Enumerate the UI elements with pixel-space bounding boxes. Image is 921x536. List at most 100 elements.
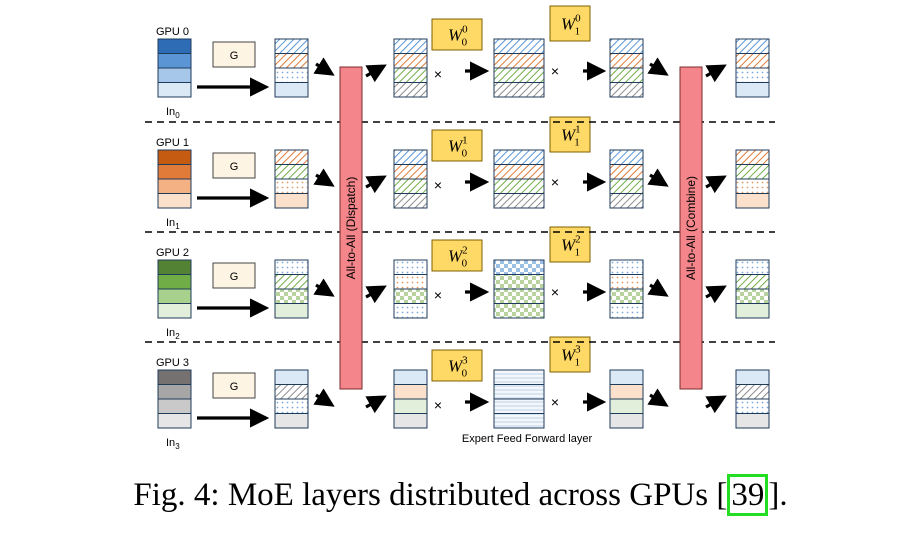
final-output-stack-cell <box>735 53 770 69</box>
to-combine-arrow <box>647 278 669 297</box>
times-symbol-2: × <box>551 394 559 410</box>
final-output-stack <box>735 369 770 429</box>
gated-stack <box>274 149 309 209</box>
ffn-hidden-stack <box>493 38 545 98</box>
input-stack-cell <box>157 178 192 194</box>
gate-box <box>212 152 256 179</box>
caption-prefix: Fig. 4: MoE layers distributed across GP… <box>133 477 728 513</box>
dispatch-label: All-to-All (Dispatch) <box>344 177 358 280</box>
from-dispatch-arrow <box>365 285 387 304</box>
ffn-output-stack <box>609 38 644 98</box>
final-output-stack-cell <box>735 274 770 290</box>
gpu-label: GPU 1 <box>156 137 189 149</box>
input-stack-cell <box>157 53 192 69</box>
ffn-hidden-stack-cell <box>493 82 545 98</box>
input-stack <box>157 259 192 319</box>
final-output-stack <box>735 259 770 319</box>
to-dispatch-arrow <box>313 57 335 76</box>
ffn-output-stack-cell <box>609 53 644 69</box>
times-symbol: × <box>434 397 442 413</box>
input-stack-cell <box>157 369 192 385</box>
dispatched-stack <box>393 259 428 319</box>
figure-caption: Fig. 4: MoE layers distributed across GP… <box>0 474 921 516</box>
input-label: In3 <box>166 437 180 451</box>
from-combine-arrow <box>705 64 727 83</box>
gate-label: G <box>230 271 239 283</box>
times-symbol: × <box>434 66 442 82</box>
gated-stack-cell <box>274 413 309 429</box>
to-combine-arrow <box>647 57 669 76</box>
input-stack-cell <box>157 149 192 165</box>
ffn-hidden-stack-cell <box>493 303 545 319</box>
weight-w0-box <box>431 349 483 382</box>
dispatched-stack-cell <box>393 82 428 98</box>
dispatched-stack-cell <box>393 369 428 385</box>
gpu-label: GPU 0 <box>156 26 189 38</box>
ffn-hidden-stack-cell <box>493 67 545 83</box>
gate-label: G <box>230 50 239 62</box>
input-stack-cell <box>157 38 192 54</box>
ffn-output-stack-cell <box>609 413 644 429</box>
final-output-stack-cell <box>735 193 770 209</box>
ffn-output-stack-cell <box>609 164 644 180</box>
ffn-output-stack-cell <box>609 178 644 194</box>
combine-bar <box>679 66 703 390</box>
from-dispatch-arrow <box>365 64 387 83</box>
gated-stack <box>274 369 309 429</box>
final-output-stack-cell <box>735 149 770 165</box>
gpu-label: GPU 3 <box>156 357 189 369</box>
ffn-hidden-stack-cell <box>493 413 545 429</box>
weight-w1-box <box>549 5 591 42</box>
input-stack-cell <box>157 384 192 400</box>
input-stack-cell <box>157 193 192 209</box>
gated-stack-cell <box>274 288 309 304</box>
citation-link[interactable]: 39 <box>727 474 769 516</box>
from-dispatch-arrow <box>365 395 387 414</box>
gated-stack-cell <box>274 178 309 194</box>
final-output-stack-cell <box>735 82 770 98</box>
caption-suffix: ]. <box>768 477 788 513</box>
ffn-hidden-stack-cell <box>493 178 545 194</box>
gate-box <box>212 41 256 68</box>
input-label: In2 <box>166 327 180 341</box>
input-stack-cell <box>157 259 192 275</box>
dispatched-stack-cell <box>393 413 428 429</box>
weight-w1-box <box>549 116 591 153</box>
input-stack-cell <box>157 82 192 98</box>
final-output-stack-cell <box>735 369 770 385</box>
from-combine-arrow <box>705 175 727 194</box>
weight-w1-box <box>549 336 591 373</box>
gated-stack-cell <box>274 193 309 209</box>
input-stack-cell <box>157 413 192 429</box>
ffn-output-stack-cell <box>609 259 644 275</box>
ffn-hidden-stack-cell <box>493 38 545 54</box>
gate-box <box>212 262 256 289</box>
dispatched-stack-cell <box>393 149 428 165</box>
weight-w1-box <box>549 226 591 263</box>
ffn-hidden-stack-cell <box>493 274 545 290</box>
dispatched-stack-cell <box>393 178 428 194</box>
final-output-stack-cell <box>735 303 770 319</box>
gated-stack-cell <box>274 67 309 83</box>
input-stack-cell <box>157 398 192 414</box>
ffn-output-stack-cell <box>609 193 644 209</box>
ffn-output-stack-cell <box>609 82 644 98</box>
times-symbol: × <box>434 287 442 303</box>
ffn-output-stack-cell <box>609 38 644 54</box>
from-combine-arrow <box>705 285 727 304</box>
gated-stack-cell <box>274 164 309 180</box>
gated-stack-cell <box>274 82 309 98</box>
